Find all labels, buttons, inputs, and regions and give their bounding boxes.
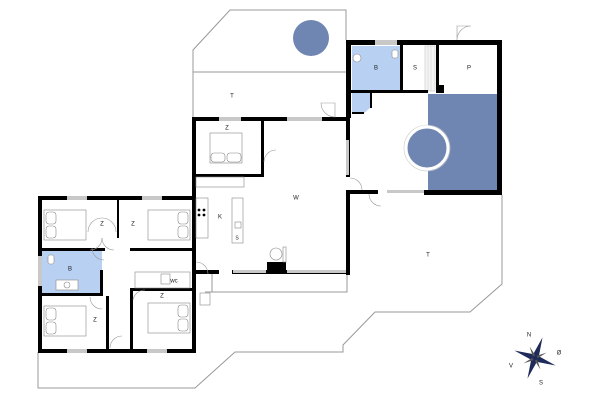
room-label-bedroom-5: Z <box>93 318 97 324</box>
room-label-sauna: S <box>413 66 417 72</box>
room-label-terrace-south: T <box>426 253 430 259</box>
bathroom-north-annex <box>352 93 370 114</box>
room-label-bedroom-1: Z <box>225 126 229 132</box>
room-labels: T Z W K B S P Z Z B wc Z Z T S <box>68 66 471 324</box>
room-label-bathroom-north: B <box>374 66 378 72</box>
kitchen-fixtures <box>134 176 287 306</box>
compass-v: V <box>509 364 513 370</box>
room-label-pool-room: P <box>467 66 471 72</box>
compass-rose <box>514 337 556 379</box>
stove-label: S <box>235 235 239 241</box>
room-label-living: W <box>293 196 299 202</box>
round-pool <box>404 125 450 171</box>
compass-s: S <box>539 381 543 387</box>
windows <box>38 40 424 353</box>
beds <box>43 132 243 337</box>
room-label-wc: wc <box>169 279 177 285</box>
walls <box>38 40 502 353</box>
room-label-kitchen: K <box>218 215 222 221</box>
compass-n: N <box>527 333 531 339</box>
room-label-bathroom-west: B <box>68 267 72 273</box>
room-label-terrace-north: T <box>230 94 234 100</box>
sauna-bench <box>424 45 436 92</box>
room-label-bedroom-3: Z <box>131 222 135 228</box>
room-label-bedroom-2: Z <box>100 222 104 228</box>
hot-tub <box>293 20 329 56</box>
compass-o: Ø <box>557 351 562 357</box>
room-label-bedroom-4: Z <box>160 294 164 300</box>
doors <box>87 25 472 349</box>
bathroom-fixtures <box>47 49 399 291</box>
